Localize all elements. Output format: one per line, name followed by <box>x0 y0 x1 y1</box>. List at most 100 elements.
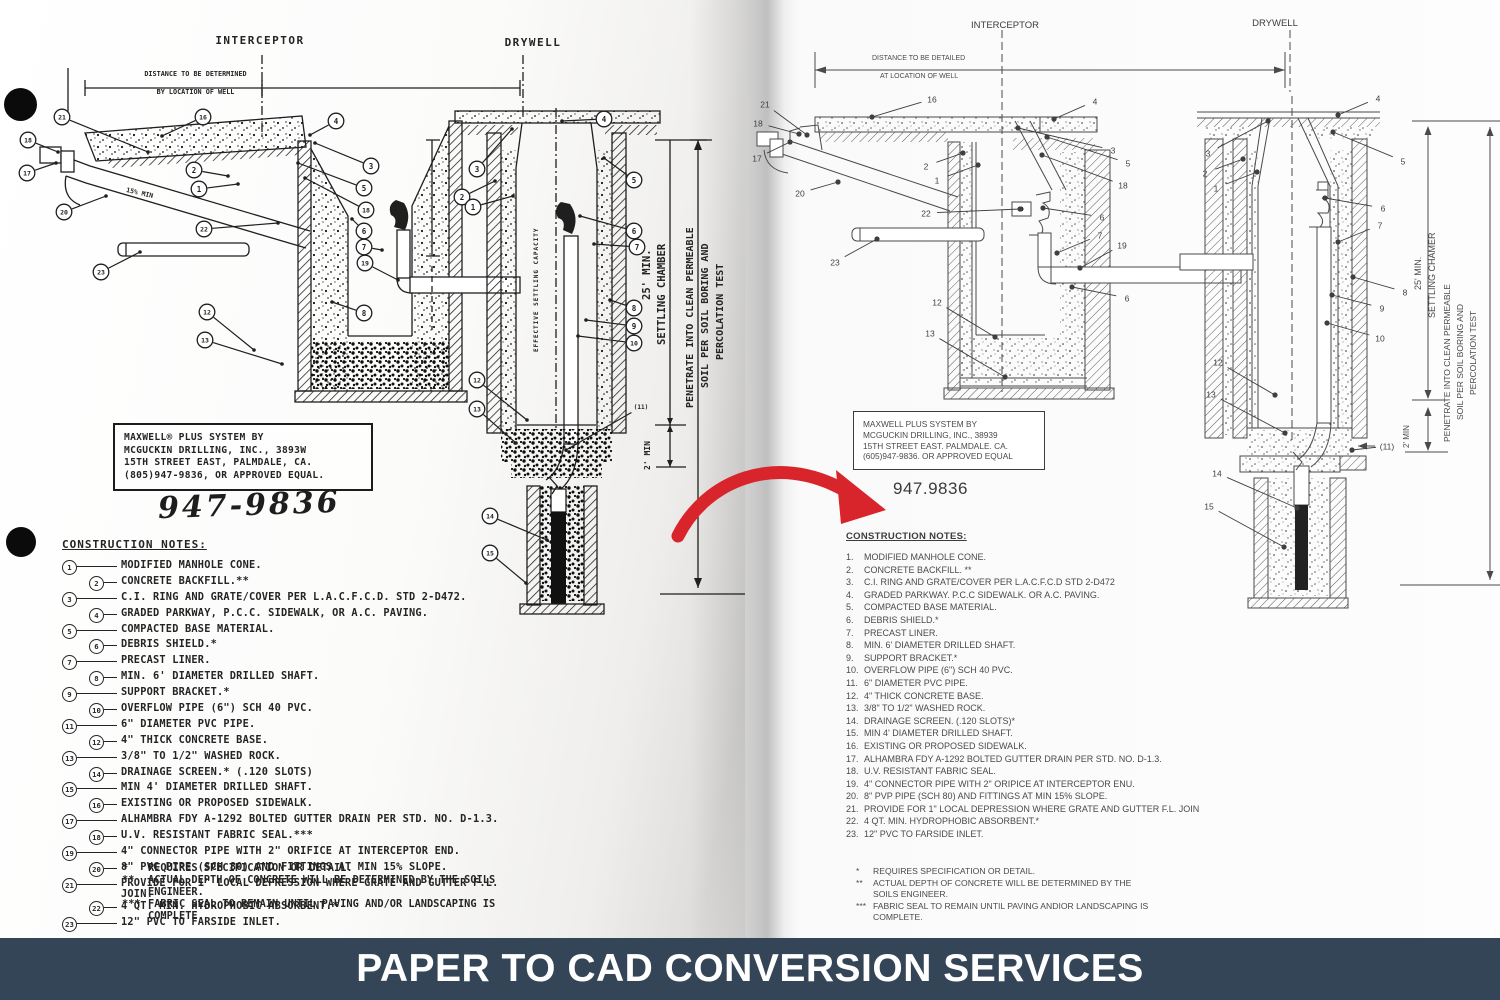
note-number-bubble: 1 <box>62 560 77 575</box>
note-number: 13. <box>846 703 859 714</box>
note-leader-line <box>77 852 117 854</box>
callout-number: 12 <box>203 309 211 317</box>
callout-leader <box>1227 367 1276 396</box>
callout-number: (11) <box>634 404 648 411</box>
callout-target-dot <box>804 132 810 138</box>
callout-number: 22 <box>200 226 208 234</box>
callout-target-dot <box>1272 392 1278 398</box>
callout-leader <box>1046 136 1118 161</box>
callout-target-dot <box>280 362 284 366</box>
callout-number: 13 <box>201 337 209 345</box>
right-note-item: 6.DEBRIS SHIELD.* <box>846 614 1306 627</box>
callout-number: 22 <box>921 209 931 219</box>
right-title-drywell: DRYWELL <box>1252 18 1298 29</box>
note-number-bubble: 5 <box>62 623 77 639</box>
callout-leader <box>936 208 1021 213</box>
callout-number: 16 <box>199 114 207 122</box>
callout-number: 2 <box>192 166 197 175</box>
note-number-bubble: 18 <box>89 830 104 846</box>
left-settling-dim-2: SETTLING CHAMBER <box>656 243 668 345</box>
callout-bubble <box>625 317 643 335</box>
note-number-bubble: 19 <box>62 846 77 862</box>
right-note-item: 20.8" PVP PIPE (SCH 80) AND FITTINGS AT … <box>846 790 1306 803</box>
callout-target-dot <box>608 298 612 302</box>
callout-leader <box>1332 131 1394 158</box>
callout-bubble <box>196 331 214 349</box>
callout-target-dot <box>564 448 568 452</box>
callout-bubble <box>355 304 373 322</box>
callout-number: 3 <box>1206 149 1211 159</box>
right-cad-number: 947.9836 <box>893 479 968 498</box>
note-number: 14. <box>846 715 859 726</box>
callout-number: 4 <box>1093 97 1098 107</box>
callout-number: 19 <box>361 260 369 268</box>
callout-leader <box>212 222 279 229</box>
callout-number: 3 <box>369 162 374 171</box>
note-text: 8" PVP PIPE (SCH 80) AND FITTINGS AT MIN… <box>864 791 1108 802</box>
note-leader-line <box>104 867 117 869</box>
callout-number: 1 <box>471 203 476 212</box>
left-penetrate-3: PERCOLATION TEST <box>715 263 726 360</box>
callout-target-dot <box>514 441 518 445</box>
note-text: 6" DIAMETER PVC PIPE. <box>864 677 968 688</box>
note-leader-line <box>104 645 117 647</box>
callout-target-dot <box>787 139 793 145</box>
callout-target-dot <box>276 221 280 225</box>
note-number: 7. <box>846 627 854 638</box>
callout-leader <box>1331 294 1372 306</box>
callout-number: 13 <box>473 406 481 414</box>
callout-leader <box>1326 322 1370 336</box>
callout-target-dot <box>1069 284 1075 290</box>
note-number: 19. <box>846 778 859 789</box>
right-note-item: 1.MODIFIED MANHOLE CONE. <box>846 551 1306 564</box>
callout-number: 13 <box>1206 390 1216 400</box>
callout-target-dot <box>1254 169 1260 175</box>
callout-target-dot <box>1324 320 1330 326</box>
callout-number: 8 <box>1403 288 1408 298</box>
callout-number: 20 <box>795 189 805 199</box>
note-number-bubble: 17 <box>62 814 77 830</box>
right-note-item: 3.C.I. RING AND GRATE/COVER PER L.A.C.F.… <box>846 576 1306 589</box>
note-text: PROVIDE FOR 1" LOCAL DEPRESSION WHERE GR… <box>864 803 1200 814</box>
callout-leader <box>372 266 399 281</box>
callout-number: 6 <box>1125 294 1130 304</box>
left-title-interceptor: INTERCEPTOR <box>215 34 305 47</box>
callout-target-dot <box>1040 205 1046 211</box>
callout-leader <box>1226 171 1258 185</box>
callout-target-dot <box>975 162 981 168</box>
callout-leader <box>936 152 964 163</box>
callout-bubble <box>481 507 499 525</box>
callout-bubble <box>625 171 643 189</box>
right-dim-text-1: DISTANCE TO BE DETAILED <box>872 55 966 62</box>
callout-leader <box>1017 127 1103 148</box>
callout-bubble <box>55 203 73 221</box>
callout-leader <box>766 141 791 154</box>
callout-target-dot <box>1349 447 1355 453</box>
callout-number: 10 <box>1375 334 1385 344</box>
footnote: *REQUIRES SPECIFICATION OR DETAIL. <box>122 862 552 874</box>
note-text: PRECAST LINER. <box>121 654 211 667</box>
callout-leader <box>469 180 496 194</box>
note-text: EXISTING OR PROPOSED SIDEWALK. <box>121 797 313 810</box>
note-number-bubble: 23 <box>62 916 77 932</box>
note-leader-line <box>77 820 117 822</box>
note-text: ALHAMBRA FDY A-1292 BOLTED GUTTER DRAIN … <box>864 753 1162 764</box>
callout-number: 21 <box>760 100 770 110</box>
callout-number: 1 <box>1214 184 1219 194</box>
callout-number: 6 <box>632 227 637 236</box>
right-penetrate-2: SOIL PER SOIL BORING AND <box>1455 303 1465 420</box>
note-text: 4" THICK CONCRETE BASE. <box>121 733 269 746</box>
callout-bubble <box>625 334 643 352</box>
callout-leader <box>212 341 283 365</box>
callout-target-dot <box>330 300 334 304</box>
callout-leader <box>309 124 329 136</box>
note-number: 2. <box>846 564 854 575</box>
note-number: 22. <box>846 816 859 827</box>
right-penetrate-3: PERCOLATION TEST <box>1468 310 1478 395</box>
callout-leader <box>1337 228 1370 243</box>
